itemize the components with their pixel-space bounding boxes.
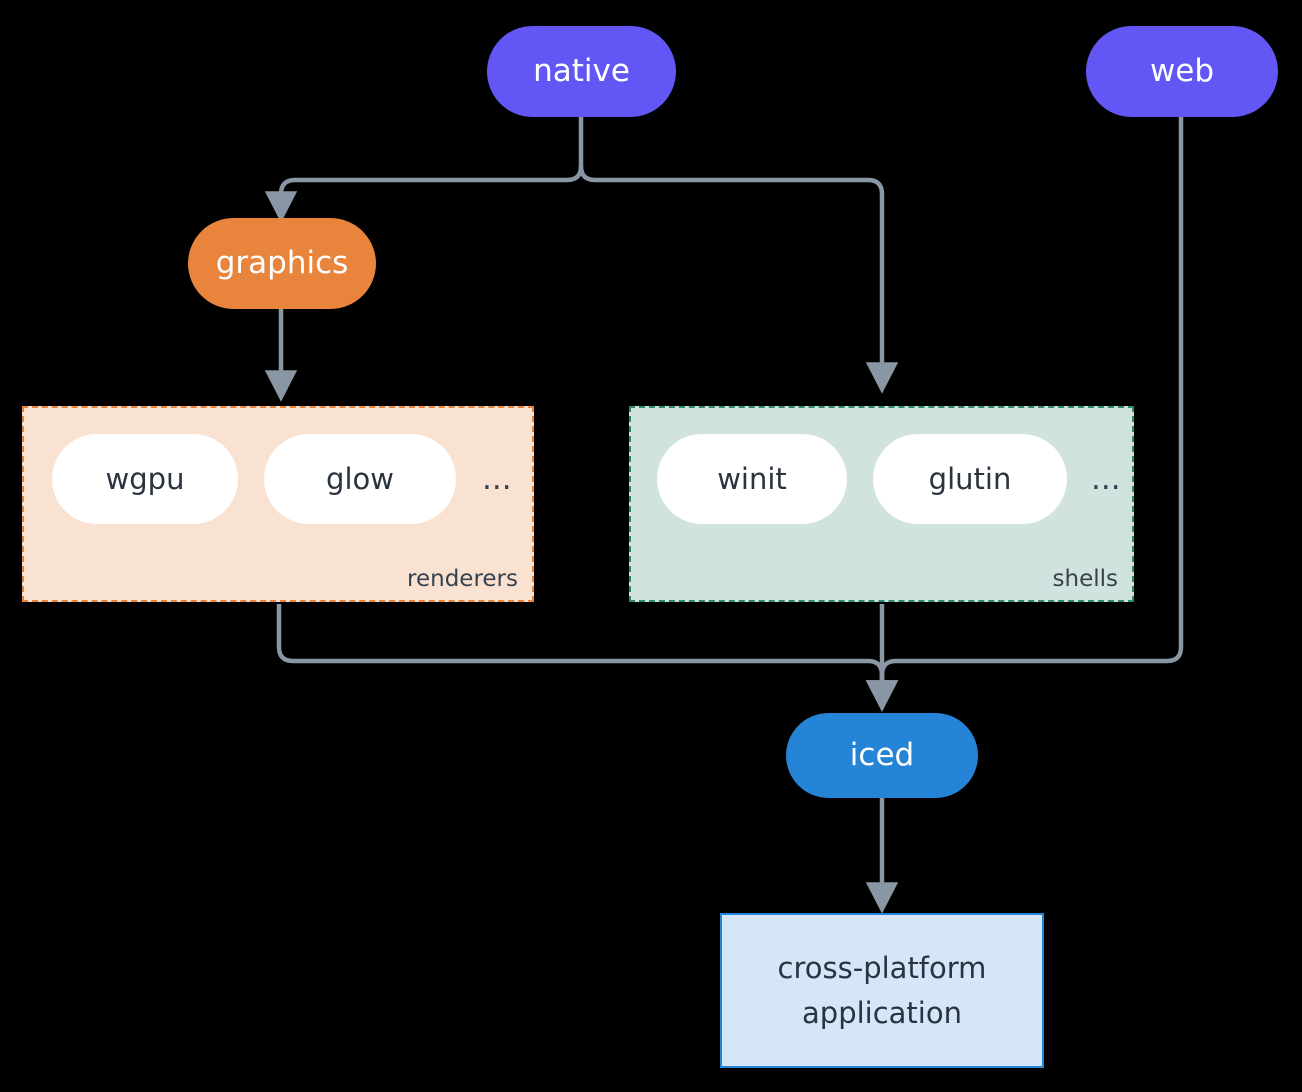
node-graphics-label: graphics	[215, 245, 349, 282]
renderers-overflow-ellipsis: ...	[482, 461, 512, 497]
chip-glow[interactable]: glow	[264, 434, 456, 524]
edge-native-bus	[578, 113, 899, 394]
chip-winit[interactable]: winit	[657, 434, 847, 524]
node-graphics[interactable]: graphics	[188, 218, 376, 309]
edge-native-graphics	[264, 165, 584, 223]
node-iced[interactable]: iced	[786, 713, 978, 798]
node-application[interactable]: cross-platform application	[720, 913, 1044, 1068]
node-web[interactable]: web	[1086, 26, 1278, 117]
chip-wgpu-label: wgpu	[105, 462, 185, 496]
group-renderers-label: renderers	[407, 566, 518, 592]
shells-overflow-ellipsis: ...	[1091, 461, 1121, 497]
edge-renderers-iced	[276, 604, 899, 712]
group-shells-label: shells	[1052, 566, 1118, 592]
node-native[interactable]: native	[487, 26, 676, 117]
group-shells: winit glutin ... shells	[629, 406, 1134, 602]
node-native-label: native	[533, 53, 630, 90]
chip-glow-label: glow	[326, 462, 394, 496]
chip-glutin[interactable]: glutin	[873, 434, 1067, 524]
chip-glutin-label: glutin	[928, 462, 1012, 496]
chip-winit-label: winit	[717, 462, 787, 496]
group-renderers: wgpu glow ... renderers	[22, 406, 534, 602]
node-iced-label: iced	[849, 737, 915, 774]
application-label-line2: application	[802, 995, 962, 1030]
application-label-line1: cross-platform	[777, 950, 987, 985]
chip-wgpu[interactable]: wgpu	[52, 434, 238, 524]
node-web-label: web	[1149, 53, 1215, 90]
